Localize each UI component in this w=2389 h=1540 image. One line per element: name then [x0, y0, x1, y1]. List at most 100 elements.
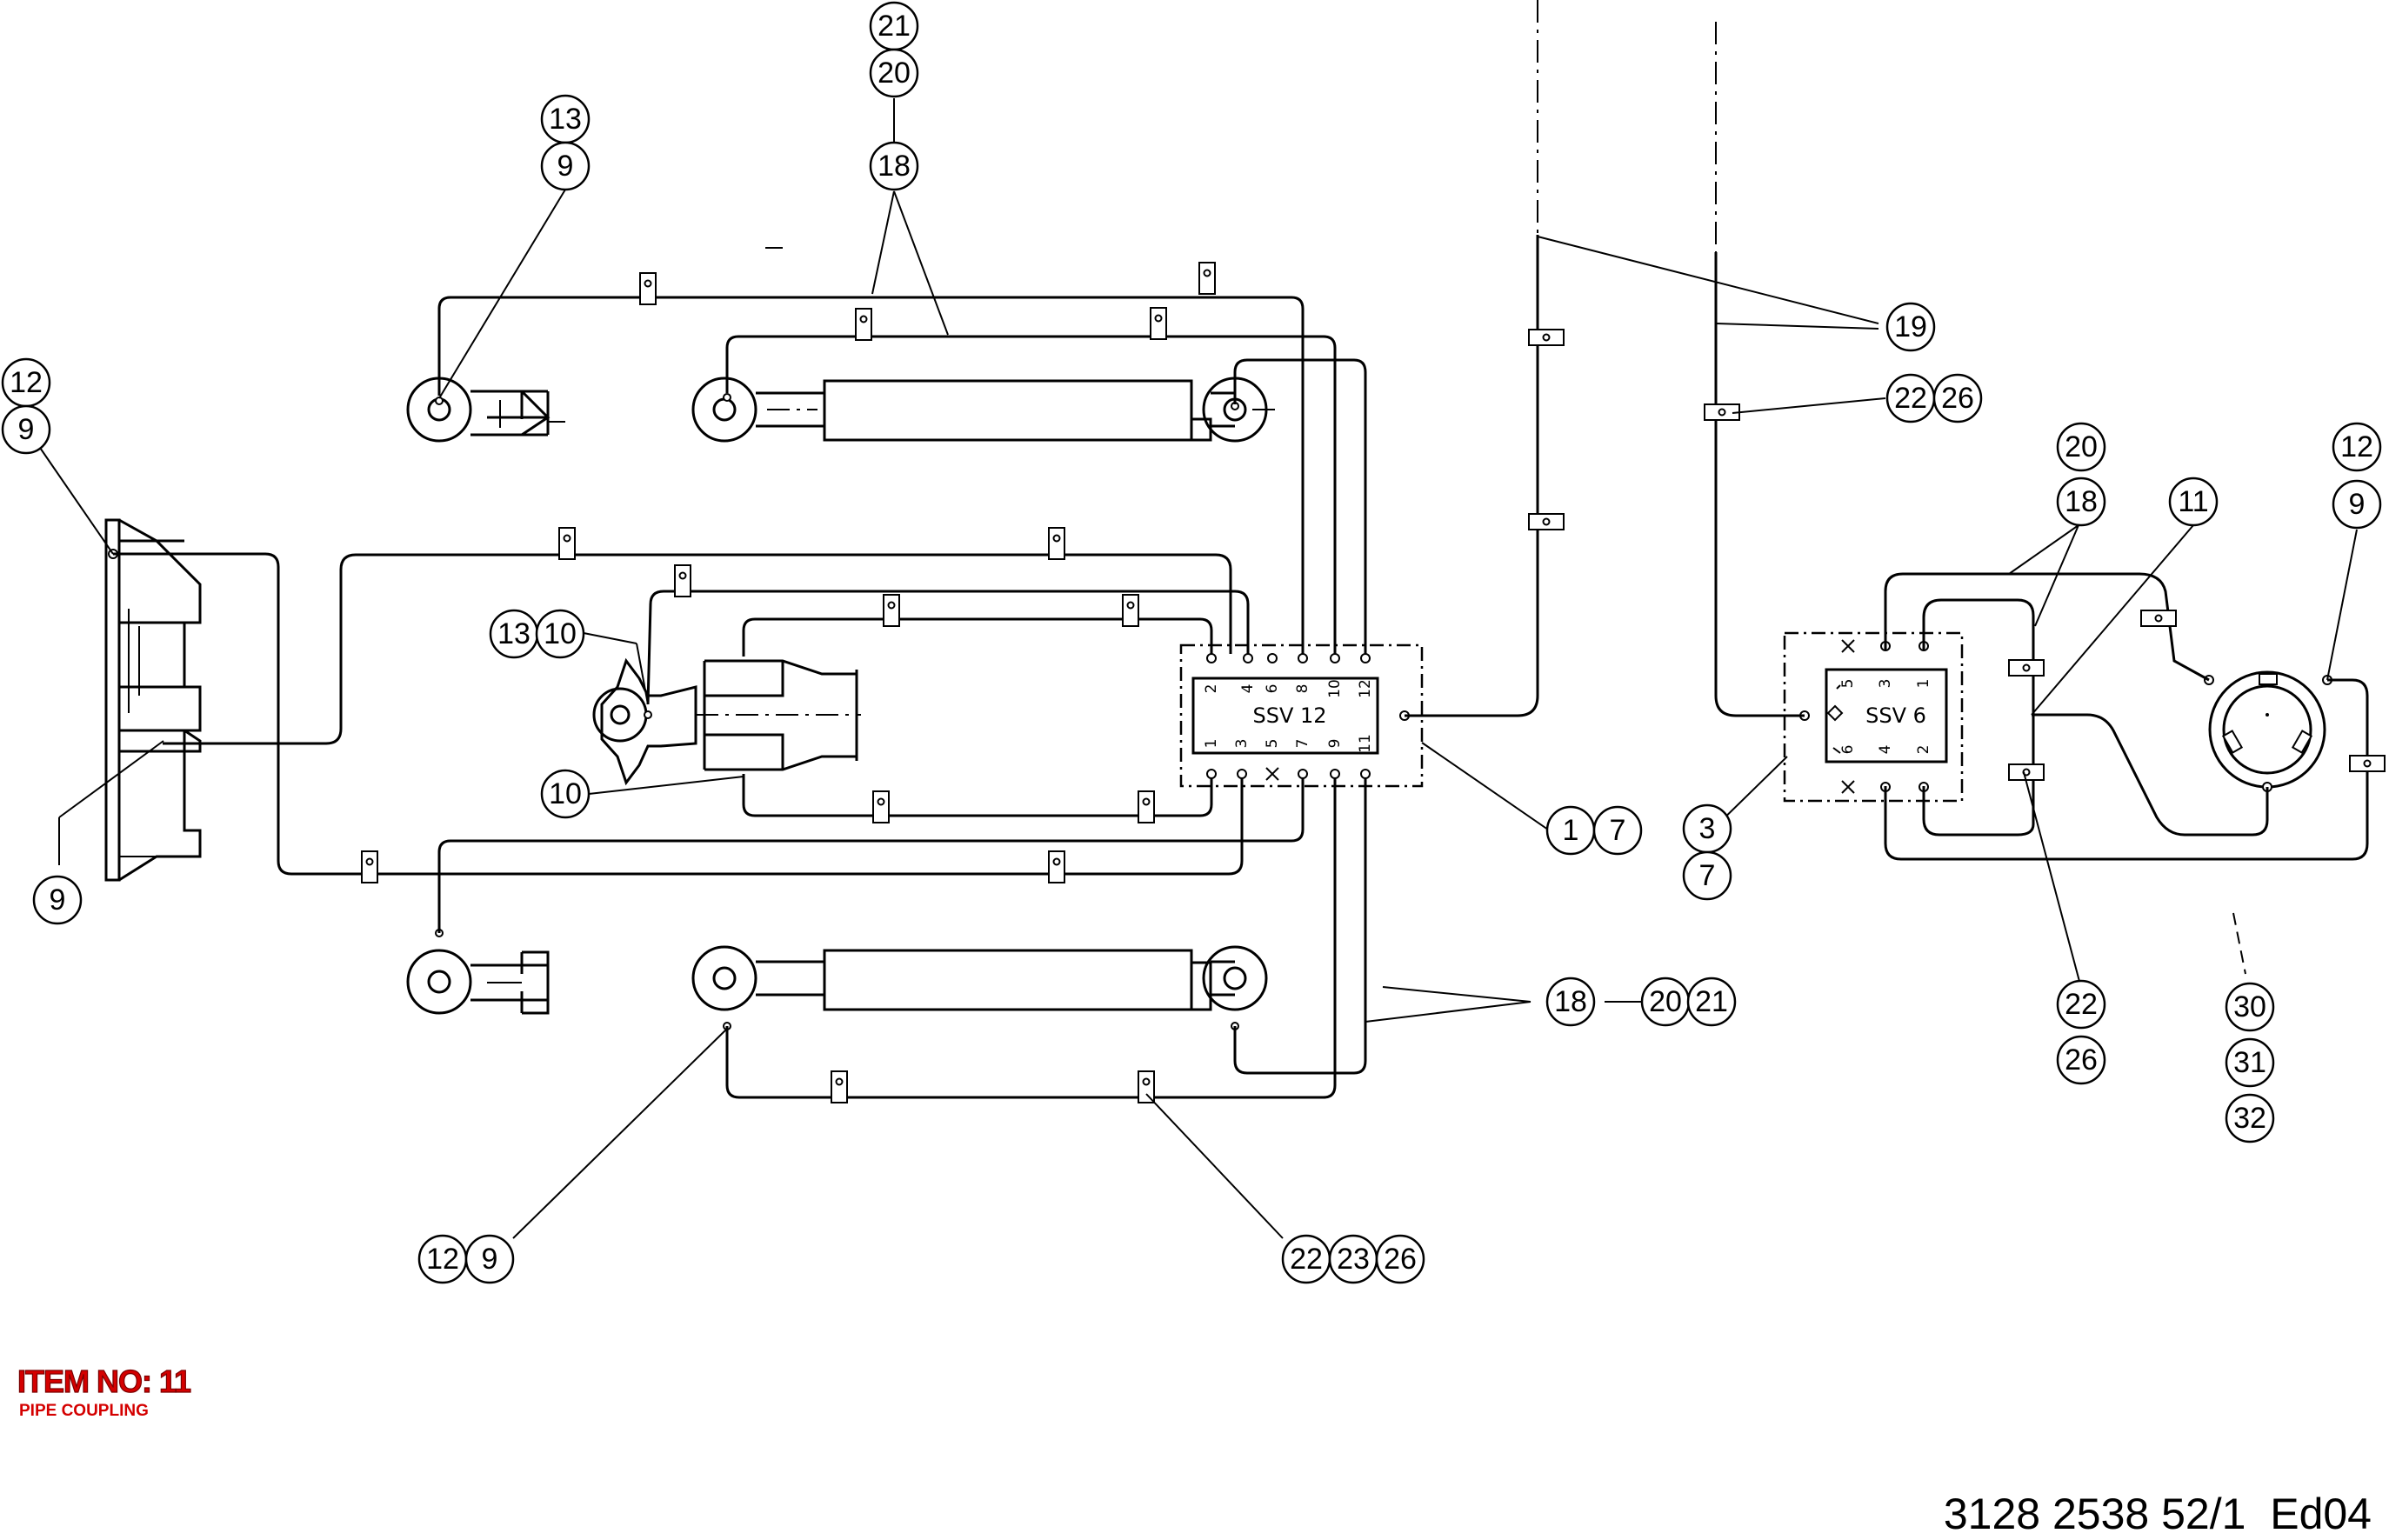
callout-18: 18 [869, 141, 919, 191]
ssv12-top-pin-label: 10 [1326, 679, 1344, 698]
hose-clamp-bolt [859, 315, 868, 323]
svg-text:20: 20 [2065, 430, 2098, 463]
ssv12-bottom-pin-label: 5 [1264, 739, 1281, 749]
callout-20: 20 [1640, 977, 1691, 1027]
callout-26: 26 [2056, 1035, 2106, 1085]
ssv12-bottom-pin-label: 9 [1326, 739, 1344, 749]
hose-clamp-bolt [1126, 601, 1135, 610]
callout-26: 26 [1932, 373, 1983, 423]
ssv12-bottom-port [1360, 769, 1371, 779]
callout-22: 22 [2056, 979, 2106, 1030]
ssv12-bottom-pin-blocked [1265, 767, 1279, 781]
svg-text:21: 21 [878, 10, 911, 43]
svg-text:20: 20 [1649, 985, 1682, 1018]
hose-clamp [1138, 790, 1155, 823]
ssv12-top-port [1206, 653, 1217, 663]
svg-text:23: 23 [1337, 1243, 1370, 1276]
svg-text:12: 12 [10, 366, 43, 399]
callout-10: 10 [535, 609, 585, 659]
svg-text:22: 22 [1290, 1243, 1323, 1276]
callout-10: 10 [540, 769, 591, 819]
hose-clamp [1150, 307, 1167, 340]
hose-clamp [831, 1070, 848, 1103]
ssv12-top-pin-label: 6 [1264, 684, 1281, 694]
drawing-number: 3128 2538 52/1 Ed04 [1943, 1490, 2372, 1538]
svg-text:26: 26 [2065, 1043, 2098, 1077]
svg-text:9: 9 [18, 413, 35, 446]
hose-clamp [1198, 262, 1216, 295]
svg-text:9: 9 [482, 1243, 498, 1276]
hose-clamp [1122, 594, 1139, 627]
hose-clamp-bolt [877, 797, 885, 806]
lower-cylinder [691, 945, 1268, 1030]
svg-text:18: 18 [878, 150, 911, 183]
ssv6-bottom-pin-label: 6 [1839, 745, 1857, 755]
svg-text:32: 32 [2233, 1102, 2266, 1135]
ssv12-bottom-port [1330, 769, 1340, 779]
ssv6-top-pin-blocked [1841, 639, 1855, 653]
callout-9: 9 [2332, 479, 2382, 530]
callout-21: 21 [869, 1, 919, 51]
ssv12-bottom-pin-label: 7 [1294, 739, 1311, 749]
callout-22: 22 [1281, 1234, 1331, 1284]
callout-32: 32 [2225, 1093, 2275, 1143]
callout-7: 7 [1592, 805, 1643, 856]
ssv12-bottom-port [1206, 769, 1217, 779]
item-subtitle: PIPE COUPLING [19, 1402, 149, 1420]
ssv6-top-pin-label: 5 [1839, 679, 1857, 689]
hose-clamp-bolt [365, 857, 374, 866]
centerlines [765, 0, 2246, 975]
hose-clamp-bolt [563, 534, 571, 543]
hose-clamp-bolt [1052, 857, 1061, 866]
svg-text:26: 26 [1384, 1243, 1417, 1276]
svg-text:3: 3 [1699, 812, 1716, 845]
upper-left-clevis [406, 377, 565, 443]
svg-text:30: 30 [2233, 990, 2266, 1023]
ssv12-top-port [1360, 653, 1371, 663]
svg-text:13: 13 [497, 617, 531, 650]
hose-clamp-bolt [1052, 534, 1061, 543]
hose-clamp-bolt [1542, 333, 1551, 342]
svg-text:31: 31 [2233, 1046, 2266, 1079]
callout-13: 13 [540, 94, 591, 144]
callout-20: 20 [869, 48, 919, 98]
hose-clamp [1048, 527, 1065, 560]
svg-text:10: 10 [549, 777, 582, 810]
callout-18: 18 [2056, 477, 2106, 527]
svg-text:7: 7 [1699, 859, 1716, 892]
hose-clamp-bolt [2022, 663, 2031, 672]
hose-clamp-bolt [835, 1077, 844, 1086]
hose-clamp [883, 594, 900, 627]
upper-cylinder [691, 377, 1278, 443]
hose-clamp-bolt [678, 571, 687, 580]
svg-text:9: 9 [50, 883, 66, 917]
ssv12-top-port [1330, 653, 1340, 663]
ssv12-top-port [1243, 653, 1253, 663]
callout-26: 26 [1375, 1234, 1425, 1284]
svg-text:18: 18 [1554, 985, 1587, 1018]
svg-text:26: 26 [1941, 382, 1974, 415]
ssv12-bottom-pin-label: 3 [1233, 739, 1251, 749]
callout-11: 11 [2168, 477, 2219, 527]
ssv12-bottom-port [1237, 769, 1247, 779]
hose-clamp [361, 850, 378, 883]
svg-text:9: 9 [557, 150, 574, 183]
ssv12-top-pin-label: 12 [1357, 679, 1374, 698]
callout-19: 19 [1885, 302, 1936, 352]
hose-clamp-bolt [2363, 759, 2372, 768]
callout-9: 9 [464, 1234, 515, 1284]
lower-left-clevis [406, 929, 550, 1015]
tilt-clevis [592, 657, 861, 786]
callout-12: 12 [1, 357, 51, 408]
svg-text:13: 13 [549, 103, 582, 136]
ssv12-top-port [1267, 653, 1278, 663]
hose-clamp-bolt [1142, 1077, 1151, 1086]
hose-clamp [639, 272, 657, 305]
callout-22: 22 [1885, 373, 1936, 423]
callout-9: 9 [540, 141, 591, 191]
hose-clamp [855, 308, 872, 341]
callout-12: 12 [2332, 422, 2382, 472]
hose-clamp [558, 527, 576, 560]
ssv12-top-pin-label: 8 [1294, 684, 1311, 694]
